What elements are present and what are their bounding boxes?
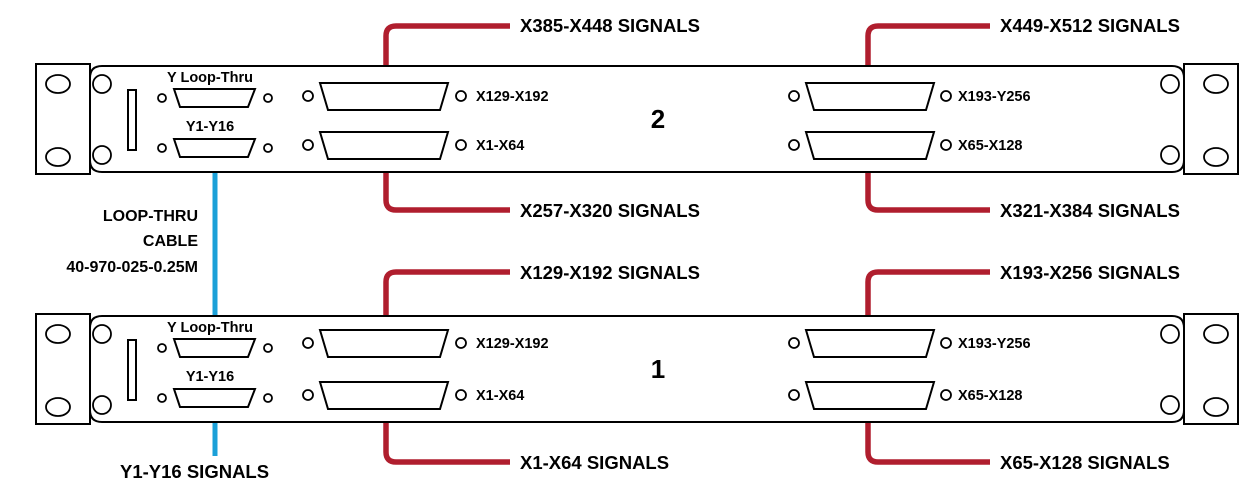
loop-thru-cable-caption: LOOP-THRU CABLE 40-970-025-0.25M (66, 208, 198, 276)
cable-unit2-left-bottom (383, 152, 510, 213)
y-loop-thru-label: Y Loop-Thru (167, 70, 253, 86)
port-left-bottom-label: X1-X64 (476, 388, 524, 404)
y-input-label: Y1-Y16 (186, 119, 234, 135)
handle-slot (127, 339, 137, 401)
connector-screw (302, 90, 314, 102)
signal-label-unit2-left-top: X385-X448 SIGNALS (520, 15, 700, 36)
port-right-bottom-connector (804, 381, 936, 410)
y-input-connector (172, 388, 257, 408)
mount-slot (45, 147, 71, 167)
connector-screw (940, 389, 952, 401)
port-right-bottom-label: X65-X128 (958, 138, 1023, 154)
cable-unit1-left-top (383, 269, 510, 340)
connector-screw (788, 389, 800, 401)
panel-screw (92, 145, 112, 165)
port-right-top-connector (804, 82, 936, 111)
y-loop-thru-label: Y Loop-Thru (167, 320, 253, 336)
connector-screw (263, 343, 273, 353)
panel-screw (92, 74, 112, 94)
mount-slot (45, 74, 71, 94)
panel-screw (1160, 74, 1180, 94)
connector-screw (788, 90, 800, 102)
panel-body (89, 65, 1185, 173)
signal-labels: X385-X448 SIGNALS X449-X512 SIGNALS X257… (520, 15, 1180, 473)
y-input-connector (172, 138, 257, 158)
cable-caption-line: CABLE (143, 233, 198, 250)
signal-label-unit2-right-top: X449-X512 SIGNALS (1000, 15, 1180, 36)
unit-number: 1 (651, 354, 665, 384)
signal-label-unit2-left-bottom: X257-X320 SIGNALS (520, 200, 700, 221)
connector-screw (940, 337, 952, 349)
signal-cables (383, 23, 990, 465)
port-right-bottom-connector (804, 131, 936, 160)
unit-2-panel: Y Loop-Thru Y1-Y16 X129-X192 X1-X64 2 X1… (35, 63, 1239, 175)
y-input-signal-label: Y1-Y16 SIGNALS (120, 461, 269, 482)
port-left-bottom-connector (318, 131, 450, 160)
port-left-top-connector (318, 329, 450, 358)
cable-caption-line: 40-970-025-0.25M (66, 259, 198, 276)
cable-unit1-right-bottom (865, 400, 990, 465)
signal-label-unit1-right-top: X193-X256 SIGNALS (1000, 262, 1180, 283)
cable-unit1-left-bottom (383, 400, 510, 465)
connector-screw (302, 389, 314, 401)
cable-caption-line: LOOP-THRU (103, 208, 198, 225)
y-input-label: Y1-Y16 (186, 369, 234, 385)
cable-unit1-right-top (865, 269, 990, 340)
unit-1-panel: Y Loop-Thru Y1-Y16 X129-X192 X1-X64 1 X1… (35, 313, 1239, 425)
connector-screw (302, 139, 314, 151)
connector-screw (940, 139, 952, 151)
connector-screw (455, 389, 467, 401)
port-right-top-label: X193-Y256 (958, 336, 1031, 352)
signal-label-unit1-left-top: X129-X192 SIGNALS (520, 262, 700, 283)
connector-screw (263, 143, 273, 153)
connector-screw (263, 393, 273, 403)
unit-number: 2 (651, 104, 665, 134)
panel-screw (1160, 324, 1180, 344)
connector-screw (263, 93, 273, 103)
connector-screw (157, 343, 167, 353)
mount-slot (1203, 147, 1229, 167)
cable-unit2-right-top (865, 23, 990, 86)
connector-screw (940, 90, 952, 102)
port-left-bottom-label: X1-X64 (476, 138, 524, 154)
connector-screw (302, 337, 314, 349)
panel-screw (1160, 145, 1180, 165)
port-right-top-label: X193-Y256 (958, 89, 1031, 105)
mount-slot (45, 397, 71, 417)
signal-label-unit2-right-bottom: X321-X384 SIGNALS (1000, 200, 1180, 221)
port-left-top-label: X129-X192 (476, 89, 549, 105)
panel-screw (92, 395, 112, 415)
connector-screw (788, 139, 800, 151)
signal-label-unit1-left-bottom: X1-X64 SIGNALS (520, 452, 669, 473)
cable-unit2-left-top (383, 23, 510, 86)
connector-screw (455, 90, 467, 102)
signal-label-unit1-right-bottom: X65-X128 SIGNALS (1000, 452, 1170, 473)
port-left-bottom-connector (318, 381, 450, 410)
connector-screw (455, 337, 467, 349)
y-loop-thru-connector (172, 338, 257, 358)
panel-body (89, 315, 1185, 423)
mount-slot (1203, 397, 1229, 417)
handle-slot (127, 89, 137, 151)
mount-slot (45, 324, 71, 344)
connector-screw (788, 337, 800, 349)
connector-screw (157, 93, 167, 103)
port-right-top-connector (804, 329, 936, 358)
y-loop-thru-connector (172, 88, 257, 108)
connector-screw (455, 139, 467, 151)
connector-screw (157, 143, 167, 153)
mount-slot (1203, 324, 1229, 344)
panel-screw (92, 324, 112, 344)
panel-screw (1160, 395, 1180, 415)
port-left-top-connector (318, 82, 450, 111)
connector-screw (157, 393, 167, 403)
mount-slot (1203, 74, 1229, 94)
port-right-bottom-label: X65-X128 (958, 388, 1023, 404)
cable-unit2-right-bottom (865, 152, 990, 213)
port-left-top-label: X129-X192 (476, 336, 549, 352)
